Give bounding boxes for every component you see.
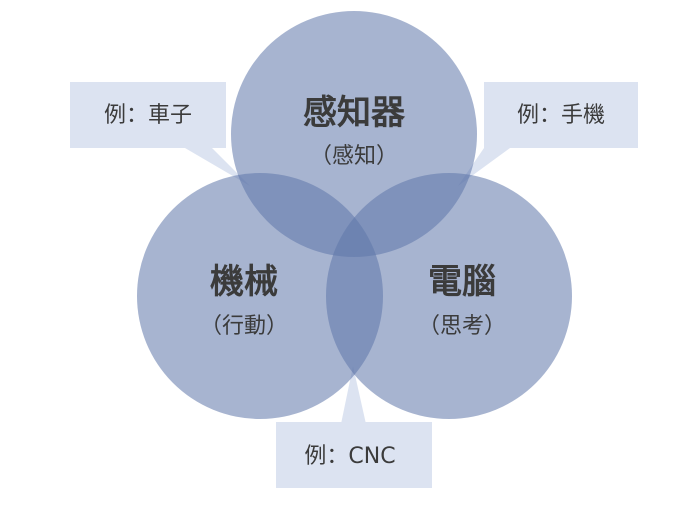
- callout-car: 例：車子: [70, 82, 250, 186]
- circle-sensor-subtitle: （感知）: [310, 144, 398, 169]
- circle-machine-subtitle: （行動）: [200, 314, 288, 339]
- circle-sensor-title: 感知器: [303, 93, 406, 133]
- callout-cnc-label: 例：CNC: [304, 444, 395, 469]
- callout-cnc: 例：CNC: [276, 366, 432, 488]
- callout-car-label: 例：車子: [104, 103, 192, 128]
- callout-phone-label: 例：手機: [517, 103, 605, 128]
- circle-computer-subtitle: （思考）: [418, 314, 506, 339]
- circle-machine-title: 機械: [210, 262, 278, 302]
- circle-computer: [326, 173, 572, 419]
- circle-computer-title: 電腦: [428, 262, 496, 302]
- callout-cnc-pointer: [341, 366, 366, 424]
- callout-cnc-box: [276, 422, 432, 488]
- callout-phone-box: [484, 82, 638, 148]
- circle-machine: [137, 173, 383, 419]
- callout-phone: 例：手機: [458, 82, 638, 186]
- callout-car-box: [70, 82, 226, 148]
